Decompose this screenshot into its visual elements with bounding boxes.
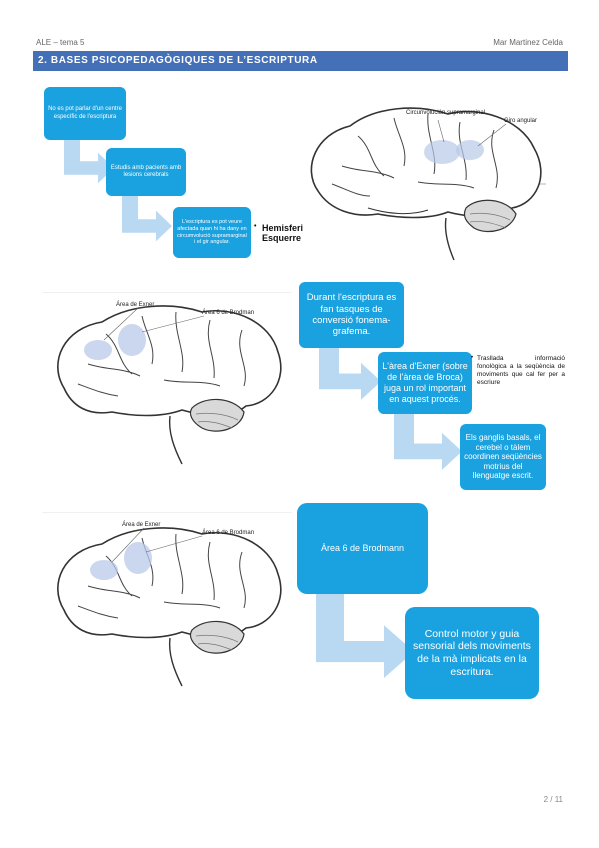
brain-illustration-3: Área de Exner Área 6 de Brodman	[42, 512, 292, 687]
flow2-box-2: L'àrea d'Exner (sobre de l'àrea de Broca…	[378, 352, 472, 414]
bullet-icon: •	[471, 355, 474, 361]
flow2-box-1: Durant l'escriptura es fan tasques de co…	[299, 282, 404, 348]
flow3-box-2: Control motor y guia sensorial dels movi…	[405, 607, 539, 699]
flow1-box-2: Estudis amb pacients amb lesions cerebra…	[106, 148, 186, 196]
section-banner: 2. BASES PSICOPEDAGÒGIQUES DE L’ESCRIPTU…	[33, 51, 568, 71]
flow1-side-text: Hemisferi Esquerre	[262, 223, 304, 244]
bullet-icon: •	[254, 223, 257, 230]
brain1-label-b: Giro angular	[504, 118, 537, 124]
flow2-box-3: Els ganglis basals, el cerebel o tàlem c…	[460, 424, 546, 490]
flow3-arrow	[316, 590, 414, 678]
brain3-label-a: Área de Exner	[122, 521, 160, 528]
header-left: ALE – tema 5	[36, 38, 85, 47]
flow2-arrow-1	[319, 340, 381, 400]
flow1-arrow-1	[64, 134, 114, 184]
flow1-arrow-2	[122, 192, 172, 242]
flow2-side-text: Trasllada informació fonològica a la seq…	[477, 355, 565, 387]
brain2-label-b: Área 6 de Brodman	[202, 309, 254, 316]
brain-illustration-2: Área de Exner Área 6 de Brodman	[42, 292, 292, 465]
flow1-box-3: L'escriptura es pot veure afectada quan …	[173, 207, 251, 258]
flow1-box-1: No es pot parlar d'un centre específic d…	[44, 87, 126, 140]
brain3-label-b: Área 6 de Brodman	[202, 529, 254, 536]
brain2-label-a: Área de Exner	[116, 301, 154, 308]
flow1-side-note: • Hemisferi Esquerre	[254, 223, 322, 244]
flow2-arrow-2	[394, 410, 462, 470]
brain-illustration-1: Circunvolución supramarginal Giro angula…	[310, 107, 546, 261]
brain1-label-a: Circunvolución supramarginal	[406, 110, 485, 116]
header-right: Mar Martinez Celda	[493, 38, 563, 47]
page-number: 2 / 11	[543, 795, 563, 804]
flow3-box-1: Àrea 6 de Brodmann	[297, 503, 428, 594]
section-title: 2. BASES PSICOPEDAGÒGIQUES DE L’ESCRIPTU…	[38, 55, 318, 66]
flow2-side-note: • Trasllada informació fonològica a la s…	[471, 355, 565, 388]
